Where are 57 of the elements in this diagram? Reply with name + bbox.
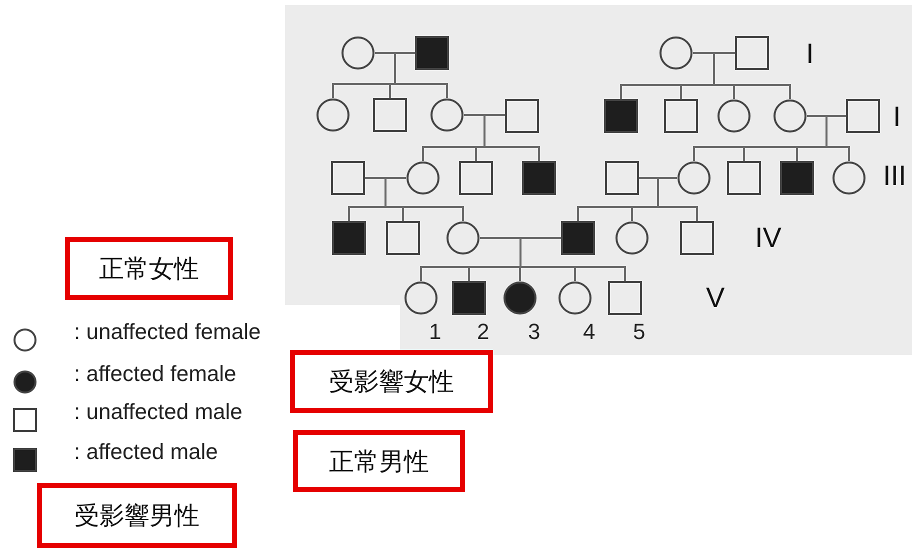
generation-label: I	[806, 40, 814, 68]
unaffected-male-symbol	[386, 221, 420, 255]
individual-number: 3	[528, 321, 540, 343]
annotation-text: 正常男性	[329, 446, 429, 478]
annotation-text: 受影響女性	[329, 366, 454, 398]
unaffected-male-symbol	[608, 281, 642, 315]
generation-label: III	[883, 162, 906, 190]
legend-text: : unaffected male	[74, 401, 242, 423]
affected-male-symbol	[522, 161, 556, 195]
unaffected-female-symbol	[341, 36, 375, 70]
unaffected-male-symbol	[605, 161, 639, 195]
pedigree-line	[463, 114, 540, 162]
generation-label: IV	[755, 224, 782, 252]
unaffected-male-symbol	[373, 98, 407, 132]
unaffected-male-symbol	[846, 99, 880, 133]
unaffected-male-symbol	[505, 99, 539, 133]
unaffected-female-symbol	[558, 281, 592, 315]
individual-number: 2	[477, 321, 490, 343]
affected-male-symbol	[415, 36, 449, 70]
unaffected-male-symbol	[331, 161, 365, 195]
generation-label: V	[706, 284, 725, 312]
unaffected-male-symbol	[735, 36, 769, 70]
unaffected-male-symbol	[680, 221, 714, 255]
affected-male-symbol	[561, 221, 595, 255]
annotation-box	[293, 430, 465, 492]
unaffected-female-symbol	[446, 221, 480, 255]
legend-text: : unaffected female	[74, 321, 261, 343]
individual-number: 4	[583, 321, 596, 343]
individual-number: 5	[633, 321, 646, 343]
affected-male-symbol	[452, 281, 486, 315]
affected-male-symbol	[604, 99, 638, 133]
unaffected-male-symbol	[727, 161, 761, 195]
unaffected-male-symbol	[664, 99, 698, 133]
generation-label: I	[893, 103, 901, 131]
unaffected-female-symbol	[773, 99, 807, 133]
unaffected-female-symbol	[615, 221, 649, 255]
annotation-box	[290, 350, 493, 413]
affected-male-symbol	[780, 161, 814, 195]
affected-male-symbol	[332, 221, 366, 255]
affected-female-symbol	[503, 281, 537, 315]
annotation-text: 受影響男性	[74, 500, 200, 532]
unaffected-female-symbol	[316, 98, 350, 132]
annotation-box	[37, 483, 237, 548]
legend-text: : affected female	[74, 363, 236, 385]
unaffected-female-symbol	[832, 161, 866, 195]
legend-text: : affected male	[74, 441, 218, 463]
unaffected-female-symbol	[659, 36, 693, 70]
individual-number: 1	[429, 321, 442, 343]
pedigree-line	[806, 115, 850, 162]
annotation-box	[65, 237, 233, 300]
unaffected-female-symbol	[677, 161, 711, 195]
unaffected-male-symbol	[459, 161, 493, 195]
unaffected-female-symbol	[717, 99, 751, 133]
unaffected-female-symbol	[404, 281, 438, 315]
unaffected-female-symbol	[430, 98, 464, 132]
annotation-text: 正常女性	[99, 253, 199, 285]
unaffected-female-symbol	[406, 161, 440, 195]
